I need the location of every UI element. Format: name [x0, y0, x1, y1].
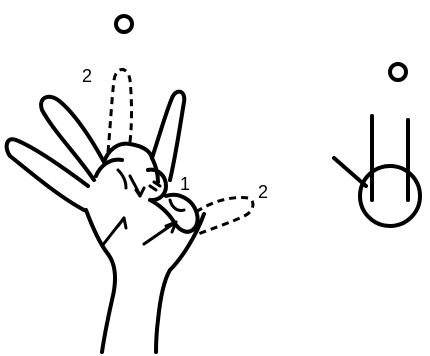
movement-label-1: 1 [180, 174, 190, 194]
start-circle-left-icon [116, 16, 132, 32]
movement-path-top [108, 70, 132, 153]
movement-label-2-right: 2 [258, 182, 268, 202]
sign-symbol-icon [334, 116, 420, 226]
movement-label-2-top: 2 [82, 66, 92, 86]
start-circle-right-icon [390, 64, 406, 80]
hand-illustration-icon [7, 92, 204, 352]
